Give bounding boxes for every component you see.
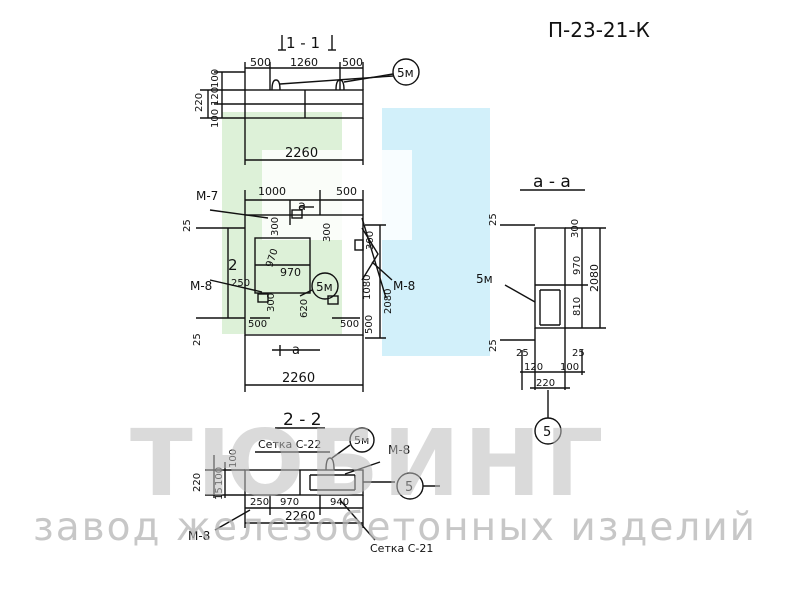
- aa-dim-100: 100: [560, 362, 579, 373]
- aa-dim-25-right: 25: [572, 348, 585, 359]
- plan-mark-a-top: a: [298, 199, 306, 214]
- s22-dim-970: 970: [280, 497, 299, 508]
- plan-dim-300b: 300: [322, 223, 333, 242]
- aa-dim-300-top: 300: [570, 219, 581, 238]
- s22-m8-left: М-8: [188, 529, 210, 543]
- s22-dim-100b: 100: [228, 449, 239, 468]
- plan-dim-620: 620: [299, 299, 310, 318]
- plan-section-mark-2: 2: [228, 256, 238, 274]
- aa-dim-25-left: 25: [516, 348, 529, 359]
- dim-1-1-width: 2260: [285, 146, 318, 161]
- dim-1-1-left-4: 220: [194, 93, 205, 112]
- s22-axis-5: 5: [405, 480, 413, 495]
- aa-dim-970: 970: [572, 256, 583, 275]
- dim-1-1-top-mid: 1260: [290, 56, 318, 69]
- watermark-logo: [222, 108, 490, 356]
- dim-1-1-top-right: 500: [342, 56, 363, 69]
- s22-mesh-c22: Сетка С-22: [258, 438, 321, 451]
- plan-dim-25-top: 25: [182, 219, 193, 232]
- watermark-logo-cut: [262, 150, 412, 240]
- plan-dim-500-top: 500: [336, 185, 357, 198]
- drawing-title: П-23-21-К: [548, 18, 650, 42]
- plan-dim-1000: 1000: [258, 185, 286, 198]
- plan-outline: [244, 214, 364, 336]
- plan-m7: М-7: [196, 189, 218, 203]
- plan-width: 2260: [282, 371, 315, 386]
- dim-1-1-top-left: 500: [250, 56, 271, 69]
- s22-dim-940: 940: [330, 497, 349, 508]
- s22-dim-15: 15: [214, 487, 225, 500]
- plan-dim-300c: 300: [266, 293, 277, 312]
- aa-dim-220: 220: [536, 378, 555, 389]
- aa-axis-5: 5: [543, 425, 551, 440]
- callout-1-1-5m: 5м: [397, 66, 414, 80]
- plan-dim-2080: 2080: [383, 289, 394, 314]
- aa-dim-120: 120: [524, 362, 543, 373]
- dim-1-1-left-3: 100: [210, 109, 221, 128]
- watermark-tagline: завод железобетонных изделий: [32, 505, 758, 550]
- plan-callout-5m: 5м: [316, 280, 333, 294]
- plan-dim-300d: 300: [365, 231, 376, 250]
- dim-1-1-left-2: 120: [210, 87, 221, 106]
- s22-mesh-c21: Сетка С-21: [370, 542, 433, 555]
- section-1-1-label: 1 - 1: [286, 34, 320, 52]
- s22-dim-250: 250: [250, 497, 269, 508]
- plan-dim-500c: 500: [364, 315, 375, 334]
- plan-dim-500a: 500: [248, 319, 267, 330]
- s22-dim-100a: 100: [214, 467, 225, 486]
- plan-dim-300a: 300: [270, 217, 281, 236]
- s22-dim-220: 220: [192, 473, 203, 492]
- section-a-a-label: a - a: [533, 172, 571, 192]
- section-2-2-label: 2 - 2: [283, 410, 322, 430]
- plan-dim-25-bottom: 25: [192, 333, 203, 346]
- s22-callout-5m: 5м: [354, 434, 369, 447]
- plan-m8-right: М-8: [393, 279, 415, 293]
- aa-dim-810: 810: [572, 297, 583, 316]
- aa-dim-25a: 25: [488, 213, 499, 226]
- s22-width: 2260: [285, 509, 316, 523]
- plan-m8-left: М-8: [190, 279, 212, 293]
- plan-mark-a-bottom: a: [292, 343, 300, 358]
- plan-dim-1080: 1080: [362, 275, 373, 300]
- aa-dim-25b: 25: [488, 339, 499, 352]
- plan-dim-250: 250: [231, 278, 250, 289]
- section-a-a-body: [534, 227, 566, 329]
- aa-dim-2080: 2080: [588, 264, 601, 292]
- dim-1-1-left-1: 100: [210, 69, 221, 88]
- aa-callout-5m: 5м: [476, 272, 493, 286]
- s22-m8-top: М-8: [388, 443, 410, 457]
- plan-dim-970-horiz: 970: [280, 266, 301, 279]
- watermark-brand: ТЮБИНГ: [130, 410, 608, 517]
- plan-dim-500b: 500: [340, 319, 359, 330]
